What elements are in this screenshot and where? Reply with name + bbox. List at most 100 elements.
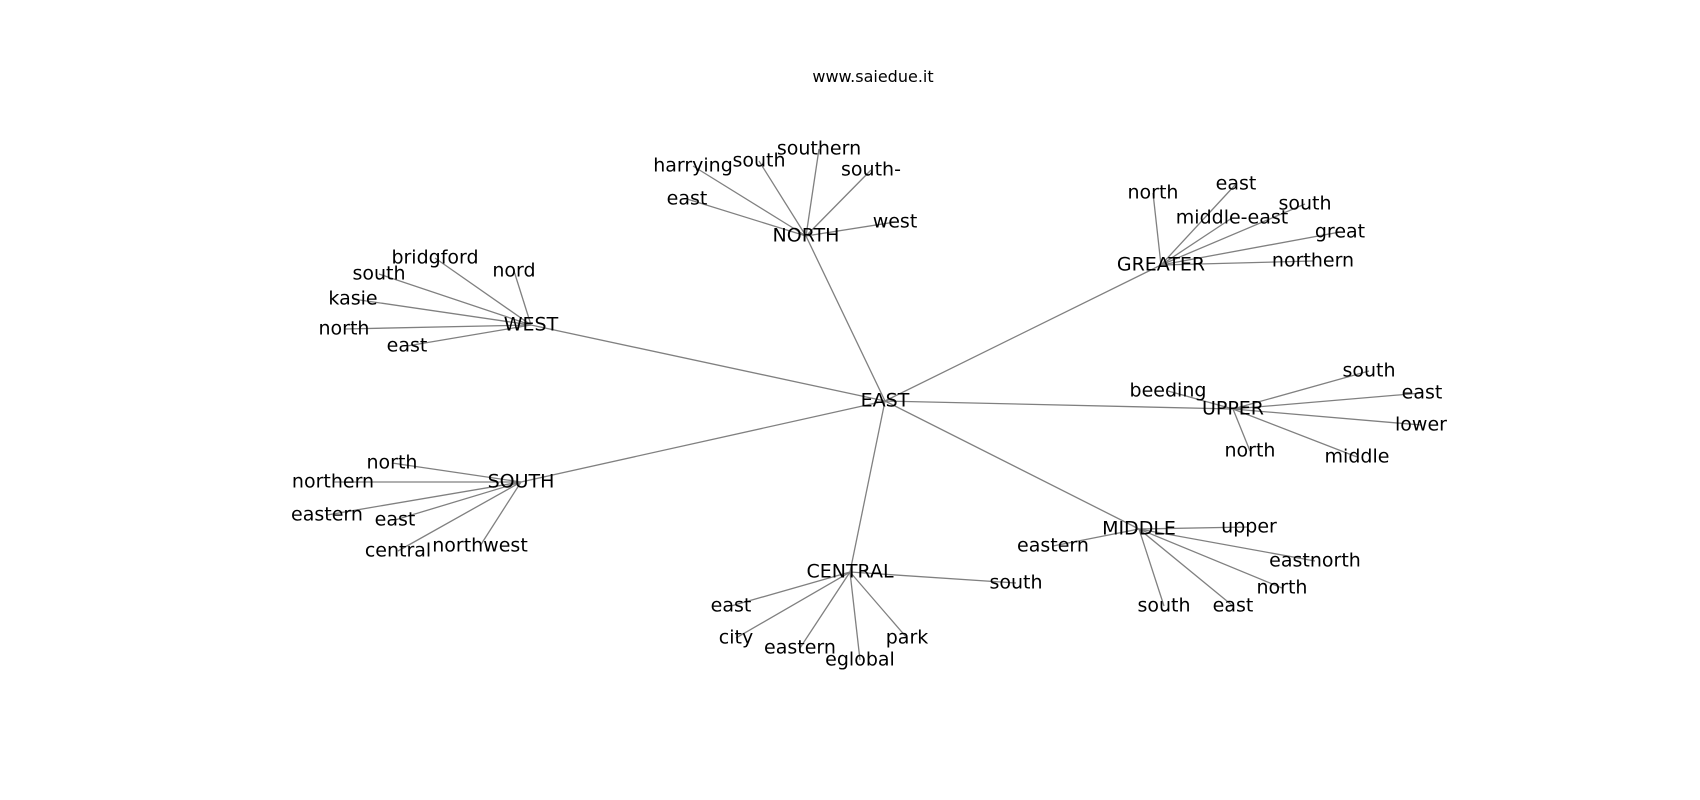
node-label-south: SOUTH bbox=[488, 471, 555, 493]
node-label-south-east: east bbox=[375, 509, 416, 531]
edge-middle-eastnorth bbox=[1138, 528, 1316, 562]
edge-upper-east bbox=[1232, 392, 1423, 410]
edge-greater-great bbox=[1160, 231, 1341, 266]
node-label-middle-eastern: eastern bbox=[1017, 535, 1089, 557]
node-label-north-south: south bbox=[732, 150, 785, 172]
node-label-middle-upper: upper bbox=[1221, 516, 1277, 538]
node-label-north-southern: southern bbox=[777, 138, 861, 160]
edge-west-nord bbox=[513, 270, 532, 326]
edge-east-west bbox=[530, 324, 886, 402]
node-label-central-eastern: eastern bbox=[764, 637, 836, 659]
node-label-west-south: south bbox=[352, 263, 405, 285]
node-label-greater-northern: northern bbox=[1272, 250, 1354, 272]
node-label-upper-south: south bbox=[1342, 360, 1395, 382]
node-label-greater-middle-east: middle-east bbox=[1176, 207, 1288, 229]
edge-greater-north bbox=[1152, 192, 1162, 266]
node-label-greater: GREATER bbox=[1117, 254, 1205, 276]
edge-north-south-dash bbox=[805, 169, 872, 237]
edge-central-eglobal bbox=[849, 571, 861, 661]
node-label-south-north: north bbox=[367, 452, 418, 474]
edge-west-south bbox=[378, 273, 532, 326]
node-label-west: WEST bbox=[504, 314, 559, 336]
node-label-south-northwest: northwest bbox=[432, 535, 528, 557]
edge-greater-northern bbox=[1160, 260, 1314, 266]
node-label-greater-north: north bbox=[1128, 182, 1179, 204]
edge-greater-east bbox=[1160, 183, 1237, 266]
node-label-middle-north: north bbox=[1257, 577, 1308, 599]
edge-east-upper bbox=[884, 400, 1234, 410]
node-label-west-kasie: kasie bbox=[328, 288, 377, 310]
edge-upper-beeding bbox=[1167, 390, 1234, 410]
edge-west-north bbox=[343, 324, 532, 330]
edge-west-kasie bbox=[352, 298, 532, 326]
node-label-upper-middle: middle bbox=[1325, 446, 1390, 468]
edge-middle-south bbox=[1138, 528, 1165, 607]
edge-east-greater bbox=[884, 264, 1162, 402]
node-label-middle-eastnorth: eastnorth bbox=[1269, 550, 1361, 572]
edge-middle-east bbox=[1138, 528, 1234, 607]
node-label-east: EAST bbox=[861, 390, 910, 412]
node-label-west-nord: nord bbox=[492, 260, 535, 282]
node-label-upper: UPPER bbox=[1202, 398, 1264, 420]
edge-middle-upper bbox=[1138, 526, 1250, 530]
node-label-central: CENTRAL bbox=[806, 561, 894, 583]
edge-upper-lower bbox=[1232, 408, 1422, 426]
graph-title: www.saiedue.it bbox=[812, 67, 933, 86]
edge-north-south bbox=[758, 160, 807, 237]
edge-south-central bbox=[397, 481, 522, 552]
edge-south-northwest bbox=[479, 481, 522, 547]
node-label-middle: MIDDLE bbox=[1102, 518, 1176, 540]
edge-central-east bbox=[730, 571, 851, 607]
edge-east-north bbox=[805, 235, 886, 402]
node-label-upper-lower: lower bbox=[1395, 414, 1447, 436]
node-label-north-west: west bbox=[873, 211, 918, 233]
edge-central-south bbox=[849, 571, 1017, 584]
edge-middle-north bbox=[1138, 528, 1283, 589]
edge-east-central bbox=[849, 400, 886, 573]
node-label-central-city: city bbox=[719, 627, 753, 649]
edge-greater-south bbox=[1160, 203, 1306, 266]
node-label-upper-east: east bbox=[1402, 382, 1443, 404]
edge-greater-middle-east bbox=[1160, 217, 1233, 266]
edge-layer bbox=[326, 148, 1423, 661]
node-label-north-south-dash: south- bbox=[841, 159, 901, 181]
node-label-middle-east: east bbox=[1213, 595, 1254, 617]
edge-south-north bbox=[391, 462, 522, 483]
node-label-north: NORTH bbox=[773, 225, 840, 247]
node-label-central-eglobal: eglobal bbox=[825, 649, 895, 671]
edge-east-south bbox=[520, 400, 886, 483]
node-label-greater-great: great bbox=[1315, 221, 1365, 243]
edge-central-park bbox=[849, 571, 908, 639]
node-label-central-south: south bbox=[989, 572, 1042, 594]
node-label-central-park: park bbox=[886, 627, 929, 649]
node-label-greater-south: south bbox=[1278, 193, 1331, 215]
edge-north-southern bbox=[805, 148, 820, 237]
node-label-greater-east: east bbox=[1216, 173, 1257, 195]
edge-south-east bbox=[394, 481, 522, 521]
edge-north-harrying bbox=[692, 165, 807, 237]
node-label-south-eastern: eastern bbox=[291, 504, 363, 526]
edge-central-city bbox=[735, 571, 851, 639]
edge-upper-south bbox=[1232, 370, 1370, 410]
node-label-middle-south: south bbox=[1137, 595, 1190, 617]
edge-upper-middle bbox=[1232, 408, 1358, 458]
node-label-west-east: east bbox=[387, 335, 428, 357]
edge-south-eastern bbox=[326, 481, 522, 516]
edge-west-east bbox=[406, 324, 532, 347]
node-label-west-bridgford: bridgford bbox=[391, 247, 478, 269]
node-label-upper-north: north bbox=[1225, 440, 1276, 462]
node-label-north-east: east bbox=[667, 188, 708, 210]
edge-upper-north bbox=[1232, 408, 1251, 452]
node-label-central-east: east bbox=[711, 595, 752, 617]
node-label-north-harrying: harrying bbox=[653, 155, 733, 177]
edge-east-middle bbox=[884, 400, 1140, 530]
node-label-south-northern: northern bbox=[292, 471, 374, 493]
edge-central-eastern bbox=[799, 571, 851, 649]
node-label-south-central: central bbox=[365, 540, 431, 562]
node-label-west-north: north bbox=[319, 318, 370, 340]
node-label-upper-beeding: beeding bbox=[1130, 380, 1207, 402]
edge-north-east bbox=[686, 198, 807, 237]
edge-west-bridgford bbox=[434, 257, 532, 326]
